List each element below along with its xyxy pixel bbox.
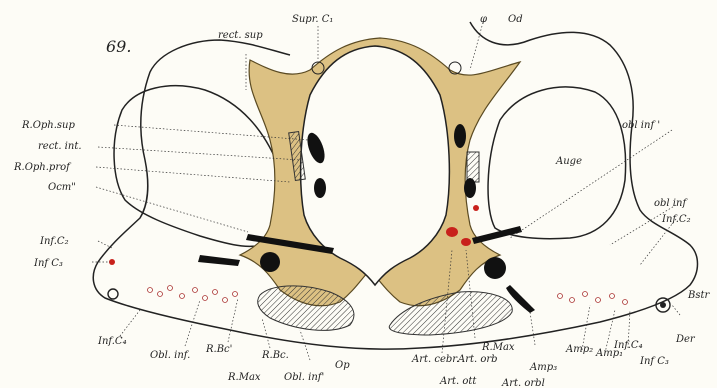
- figure-number: 69.: [106, 37, 131, 56]
- label-r-bc-prime: R.Bc': [205, 344, 232, 355]
- label-inf-c3-right: Inf C₃: [639, 356, 669, 367]
- label-inf-c3-left: Inf C₃: [33, 258, 63, 269]
- label-rect-sup: rect. sup: [218, 30, 263, 41]
- ganglion-left: [108, 289, 118, 299]
- muscle-ring-right: [484, 257, 506, 279]
- label-ocm: Ocm": [48, 182, 76, 193]
- label-r-max-right: R.Max: [481, 342, 515, 353]
- label-r-bc: R.Bc.: [261, 350, 289, 361]
- label-inf-c2-left: Inf.C₂: [39, 236, 69, 247]
- vessel-art-cebr-2: [461, 238, 471, 246]
- label-r-oph-sup: R.Oph.sup: [21, 120, 75, 131]
- label-od: Od: [508, 14, 523, 25]
- cell-dots-right: [558, 292, 628, 305]
- label-art-ott: Art. ott: [439, 376, 477, 387]
- label-r-max-left: R.Max: [227, 372, 261, 383]
- label-amp3: Amp₃: [529, 362, 557, 373]
- muscle-rect-right-1: [454, 124, 466, 148]
- label-obl-inf-left: Obl. inf.: [150, 350, 190, 361]
- label-inf-c4: Inf.C₄: [97, 336, 127, 347]
- label-phi: φ: [480, 14, 487, 25]
- muscle-ring-left: [260, 252, 280, 272]
- muscle-inf-left: [198, 255, 240, 266]
- cell-dots-left: [148, 286, 238, 303]
- label-rect-int: rect. int.: [38, 141, 82, 152]
- label-obl-inf-prime: obl inf ': [622, 120, 660, 131]
- label-supr-c1: Supr. C₁: [292, 14, 333, 25]
- label-obl-inf-lower: Obl. inf': [284, 372, 324, 383]
- label-op: Op: [335, 360, 350, 371]
- label-obl-inf-right: obl inf: [654, 198, 688, 209]
- label-inf-c2-right: Inf.C₂: [661, 214, 691, 225]
- muscle-obl-left: [314, 178, 326, 198]
- label-amp2: Amp₂: [565, 344, 593, 355]
- label-art-orbl: Art. orbl: [501, 378, 545, 388]
- label-art-cebr: Art. cebr.: [411, 354, 459, 365]
- hatched-bar-right: [467, 152, 479, 182]
- label-bstr: Bstr: [687, 290, 710, 301]
- vessel-art-cebr-1: [446, 227, 458, 237]
- ganglion-right-core: [660, 302, 666, 308]
- label-art-orb: Art. orb: [457, 354, 498, 365]
- vessel-right-upper: [473, 205, 479, 211]
- label-der: Der: [675, 334, 696, 345]
- label-auge: Auge: [555, 156, 582, 167]
- label-inf-c4-right: Inf.C₄: [613, 340, 643, 351]
- muscle-rect-right-2: [464, 178, 476, 198]
- label-r-oph-prof: R.Oph.prof: [13, 162, 72, 173]
